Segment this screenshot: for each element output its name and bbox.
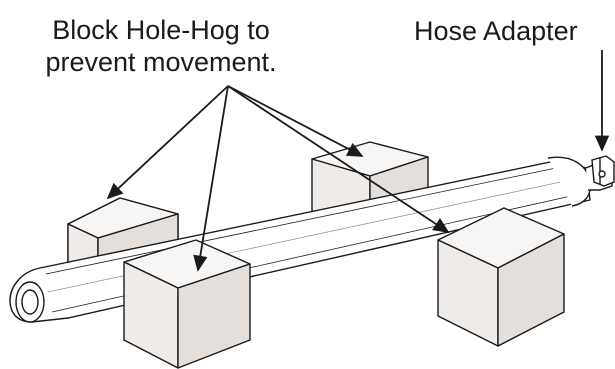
block-instruction-label: Block Hole-Hog to prevent movement. (30, 14, 292, 78)
arrow-to-block-front-right (227, 85, 450, 233)
block-front-right (437, 207, 565, 347)
arrow-to-block-front-left (193, 85, 229, 272)
hose-adapter-label: Hose Adapter (414, 16, 578, 46)
block-front-left (123, 239, 251, 369)
block-instruction-line1: Block Hole-Hog to (52, 15, 270, 45)
block-label-arrows (106, 85, 450, 272)
arrow-to-block-back-middle (227, 85, 364, 157)
arrow-to-block-back-left (106, 85, 229, 200)
block-instruction-line2: prevent movement. (45, 47, 277, 77)
hose-adapter (591, 155, 615, 187)
